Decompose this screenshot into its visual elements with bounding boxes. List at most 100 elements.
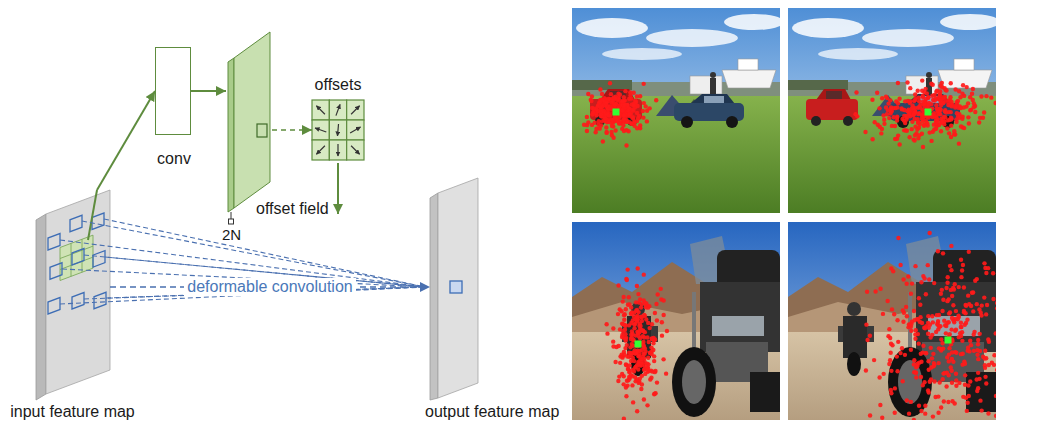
sample-dot — [854, 90, 858, 94]
offset-cell — [257, 124, 267, 137]
sample-dot — [977, 377, 981, 381]
sample-dot — [624, 128, 628, 132]
sample-dot — [905, 80, 909, 84]
sample-dot — [624, 143, 628, 147]
sample-dot — [877, 375, 881, 379]
sample-dot — [635, 308, 639, 312]
sample-dot — [941, 251, 945, 255]
sample-dot — [930, 333, 934, 337]
sample-dot — [941, 377, 945, 381]
sample-dot — [959, 258, 963, 262]
sample-dot — [619, 309, 623, 313]
sample-dot — [634, 300, 638, 304]
sample-dot — [991, 271, 995, 275]
sample-dot — [979, 313, 983, 317]
sample-dot — [982, 110, 986, 114]
sample-dot — [921, 145, 925, 149]
sample-dot — [627, 375, 631, 379]
sample-dot — [889, 391, 893, 395]
offset-arrow — [351, 106, 359, 114]
sample-dot — [865, 338, 869, 342]
sample-dot — [927, 277, 931, 281]
sample-dot — [961, 263, 965, 267]
sample-dot — [917, 126, 921, 130]
sample-dot — [870, 137, 874, 141]
sample-dot — [896, 340, 900, 344]
offset-arrow — [350, 127, 360, 133]
sample-dot — [917, 99, 921, 103]
sample-dot — [918, 315, 922, 319]
sample-dot — [966, 101, 970, 105]
sample-dot — [930, 314, 934, 318]
sample-dot — [937, 346, 941, 350]
sample-dot — [888, 358, 892, 362]
sample-dot — [926, 314, 930, 318]
sample-dot — [958, 106, 962, 110]
dimension-label: 2N — [222, 226, 241, 244]
sample-dot — [881, 312, 885, 316]
sample-dot — [886, 101, 890, 105]
sample-dot — [897, 142, 901, 146]
sample-dot — [920, 107, 924, 111]
sample-dot — [906, 274, 910, 278]
sample-dot — [977, 120, 981, 124]
sample-dot — [626, 303, 630, 307]
sample-dot — [959, 124, 963, 128]
sample-dot — [633, 317, 637, 321]
slab-face — [228, 58, 234, 212]
offsets-grid: offsets — [312, 100, 364, 160]
sample-dot — [989, 95, 993, 99]
sample-dot — [964, 85, 968, 89]
sample-dot — [644, 305, 648, 309]
sample-dot — [976, 371, 980, 375]
sample-dot — [937, 313, 941, 317]
sample-dot — [623, 346, 627, 350]
offset-field-slab — [226, 28, 272, 214]
offset-arrow — [337, 124, 338, 136]
sample-dot — [622, 118, 626, 122]
sample-dot — [914, 371, 918, 375]
sample-dot — [632, 124, 636, 128]
sample-dot — [965, 409, 969, 413]
sample-dot — [916, 332, 920, 336]
sample-dot — [593, 130, 597, 134]
output-map-slab — [430, 178, 478, 400]
node-label: conv — [157, 150, 191, 168]
sample-dot — [929, 377, 933, 381]
sample-dot — [655, 318, 659, 322]
sample-dot — [623, 89, 627, 93]
sample-dot — [984, 271, 988, 275]
sample-dot — [905, 314, 909, 318]
offset-field: offset field — [226, 28, 272, 214]
sample-dot — [952, 132, 956, 136]
sample-dot — [655, 380, 659, 384]
sample-dot — [887, 327, 891, 331]
sample-dot — [627, 363, 631, 367]
sample-dot — [962, 310, 966, 314]
grid-cell — [329, 100, 346, 120]
sample-dot — [649, 375, 653, 379]
sample-dot — [921, 99, 925, 103]
sample-dot — [994, 331, 996, 335]
sample-dot — [965, 317, 969, 321]
sample-dot — [924, 292, 928, 296]
sample-dot — [968, 108, 972, 112]
sample-dot — [594, 113, 598, 117]
sample-dot — [880, 416, 884, 420]
sample-dot — [945, 126, 949, 130]
grid-cell — [347, 140, 364, 160]
sample-dot — [970, 91, 974, 95]
sample-dot — [931, 352, 935, 356]
sample-dot — [585, 129, 589, 133]
sample-dot — [616, 379, 620, 383]
sample-dot — [647, 326, 651, 330]
sample-dot — [613, 103, 617, 107]
sample-dot — [939, 337, 943, 341]
sample-dot — [646, 356, 650, 360]
sample-dot — [605, 331, 609, 335]
sample-dot — [894, 99, 898, 103]
sample-dot — [929, 139, 933, 143]
sample-dot — [943, 109, 947, 113]
sample-dot — [904, 305, 908, 309]
sample-dot — [913, 110, 917, 114]
